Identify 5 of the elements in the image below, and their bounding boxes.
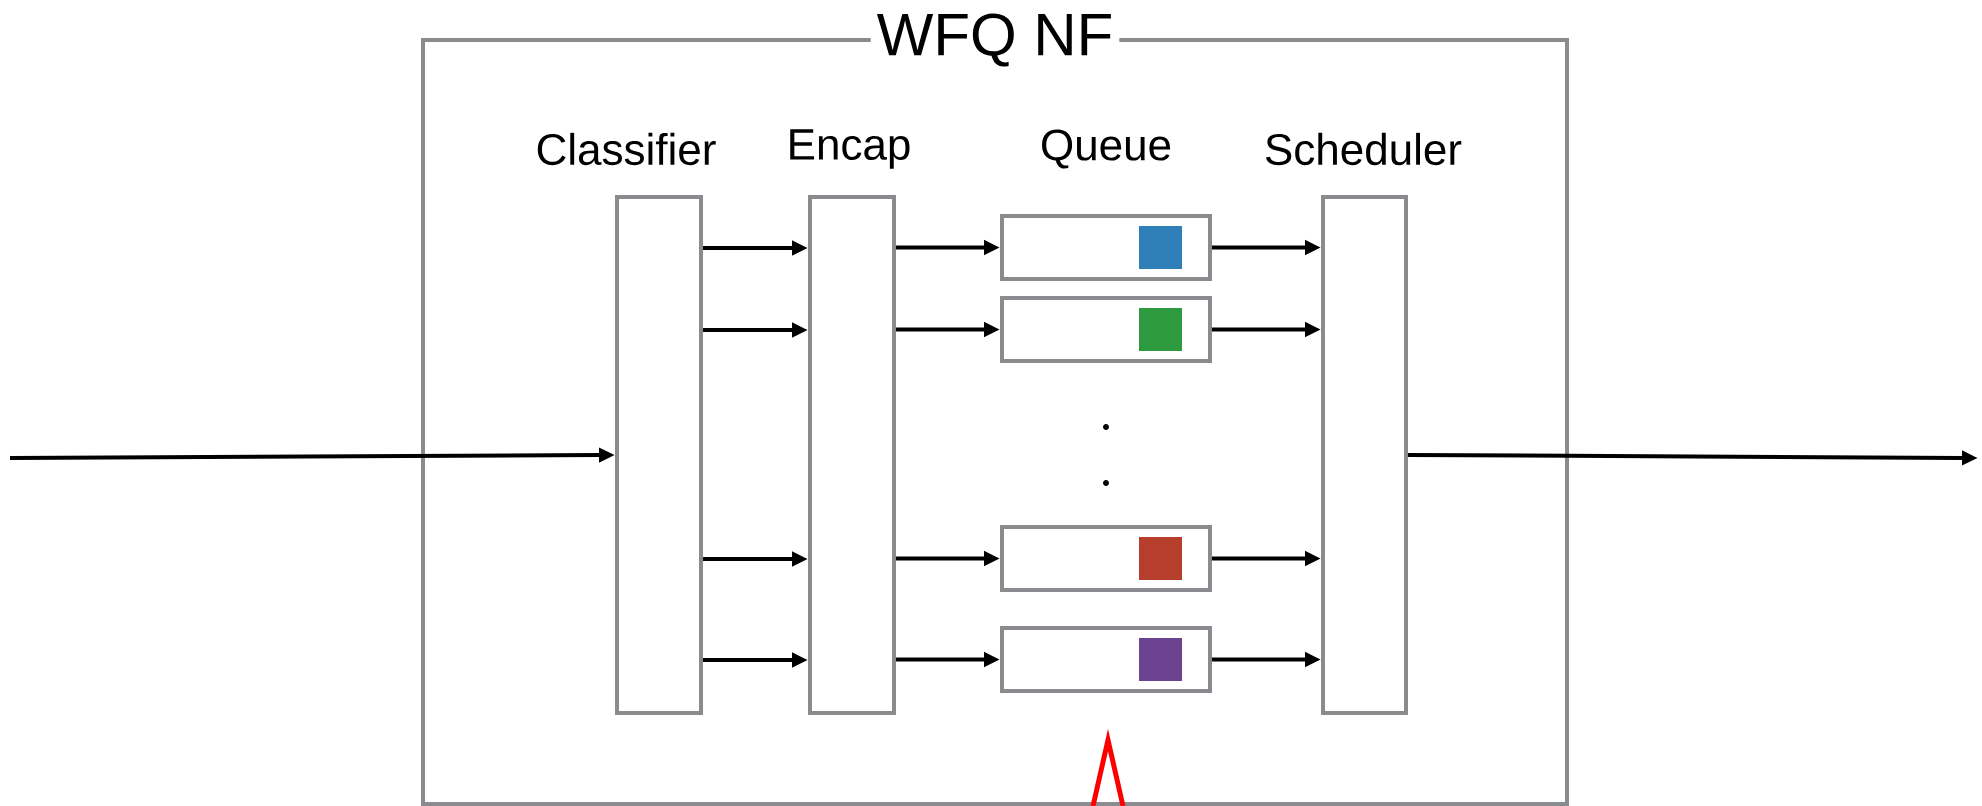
column-label: Queue [1042, 129, 1171, 169]
component-label: Scheduler [1265, 132, 1462, 166]
component-label: Encap [790, 129, 910, 169]
frame-title: WFQ NF [870, 7, 1120, 73]
component-label: Classifier [537, 132, 716, 166]
